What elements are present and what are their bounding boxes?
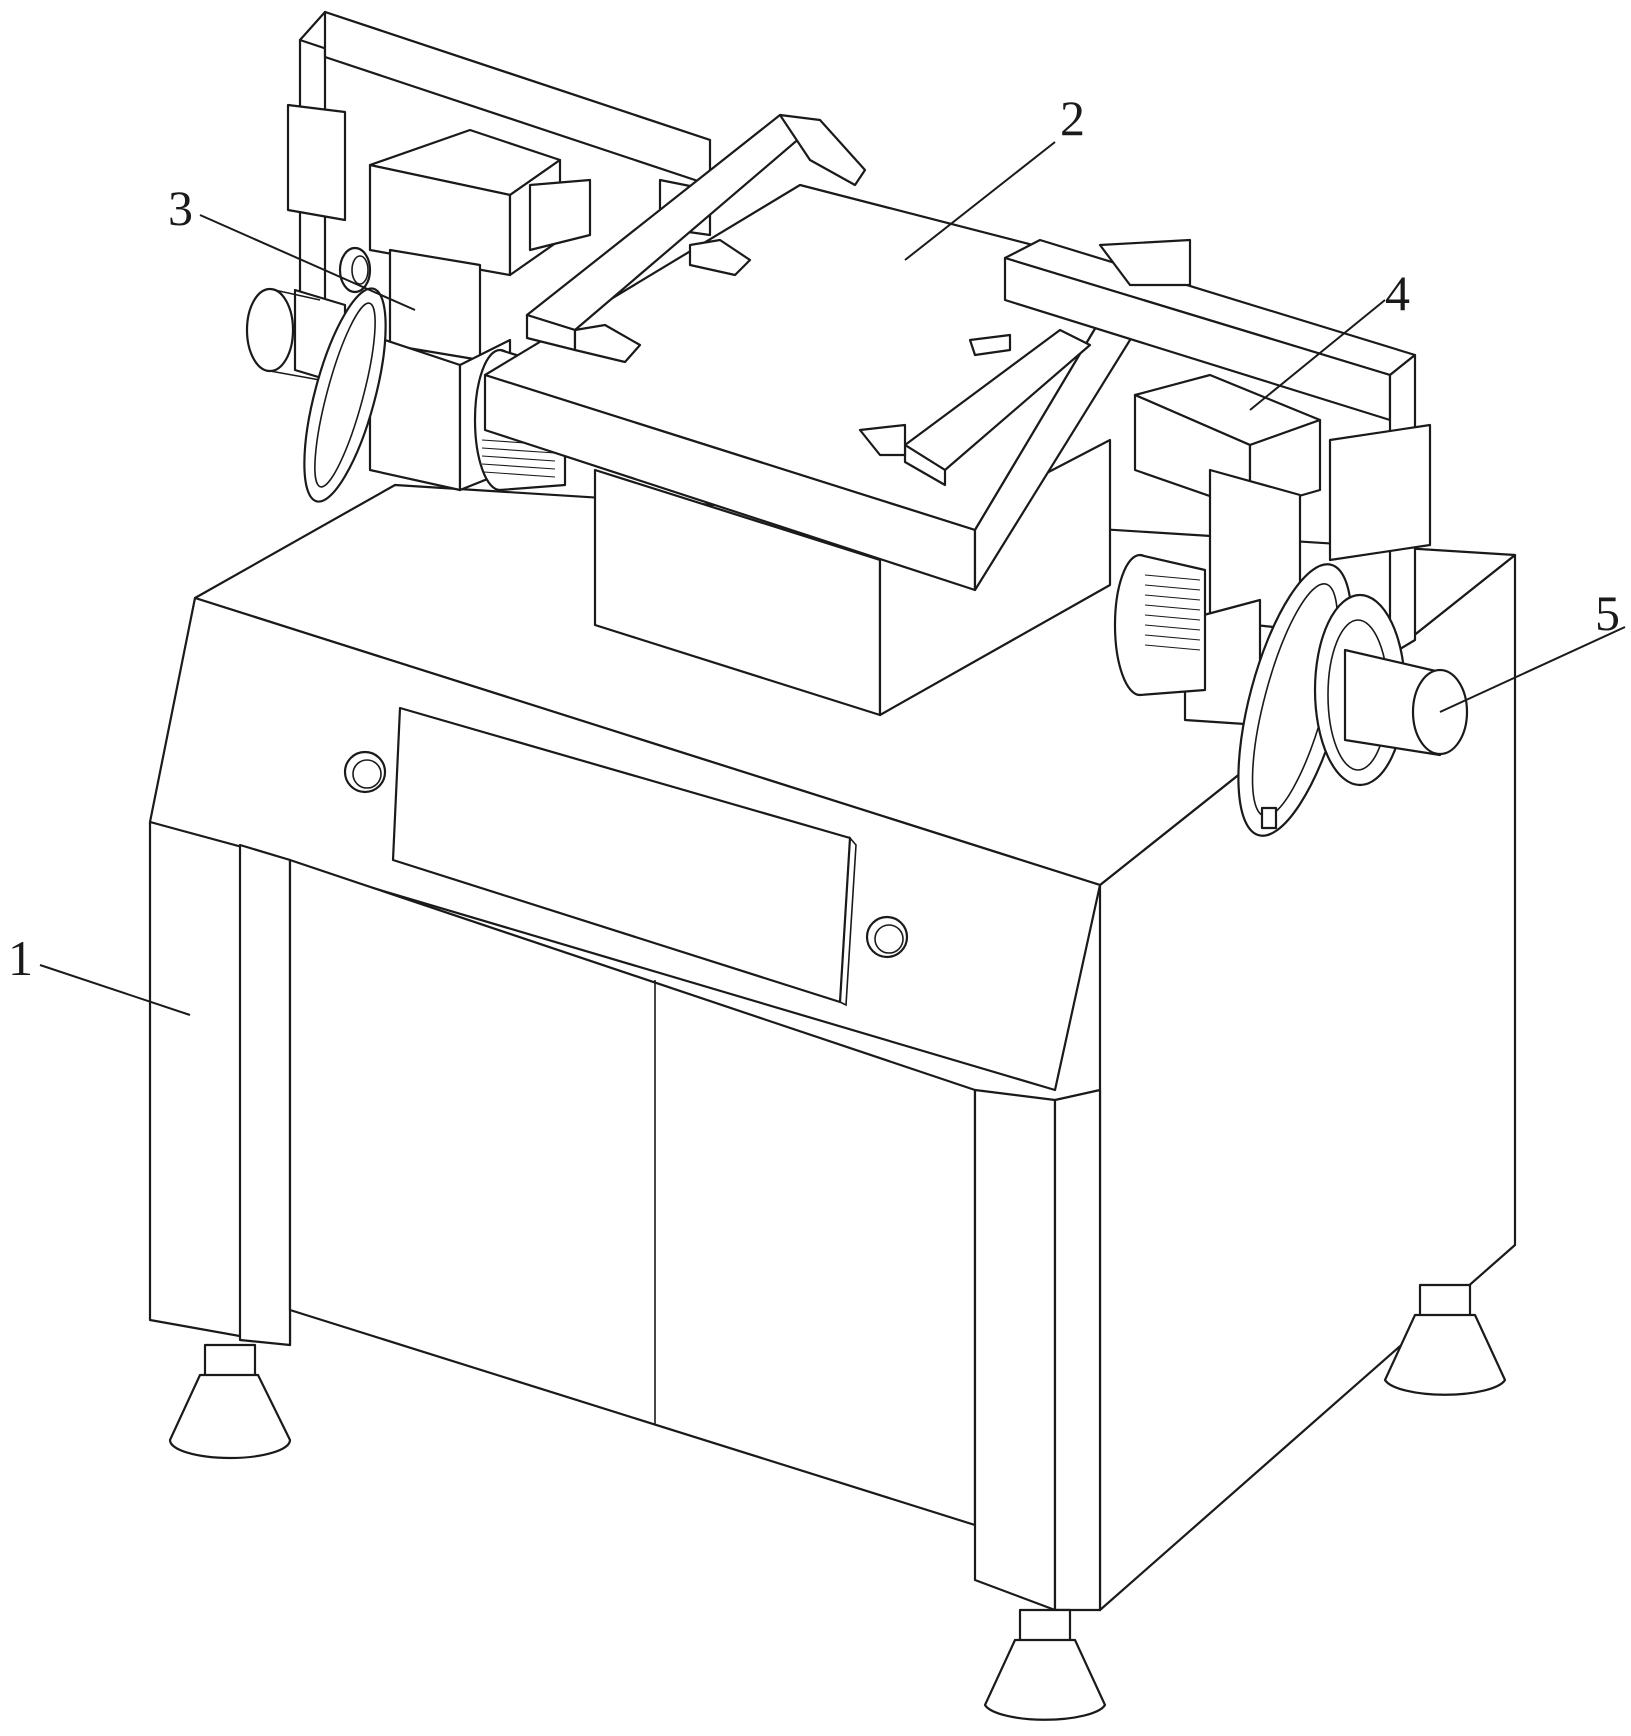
label-5: 5 — [1595, 585, 1620, 641]
label-4: 4 — [1385, 265, 1410, 321]
leader-1 — [39, 964, 191, 1016]
top-plate — [483, 113, 1132, 592]
pedestal — [593, 438, 1112, 717]
label-2: 2 — [1060, 90, 1085, 146]
right-assembly — [1003, 238, 1469, 837]
foot-front-left — [168, 1343, 292, 1460]
foot-back-right — [1383, 1283, 1507, 1396]
leader-2 — [904, 141, 1056, 261]
label-1: 1 — [8, 930, 33, 986]
leader-5 — [1439, 626, 1626, 713]
leader-4 — [1249, 299, 1386, 411]
left-assembly — [245, 10, 712, 503]
callouts: 1 2 3 4 5 — [8, 90, 1626, 1016]
label-3: 3 — [168, 180, 193, 236]
control-panel — [343, 706, 909, 1007]
foot-front-right — [983, 1608, 1107, 1721]
leader-3 — [199, 214, 416, 311]
